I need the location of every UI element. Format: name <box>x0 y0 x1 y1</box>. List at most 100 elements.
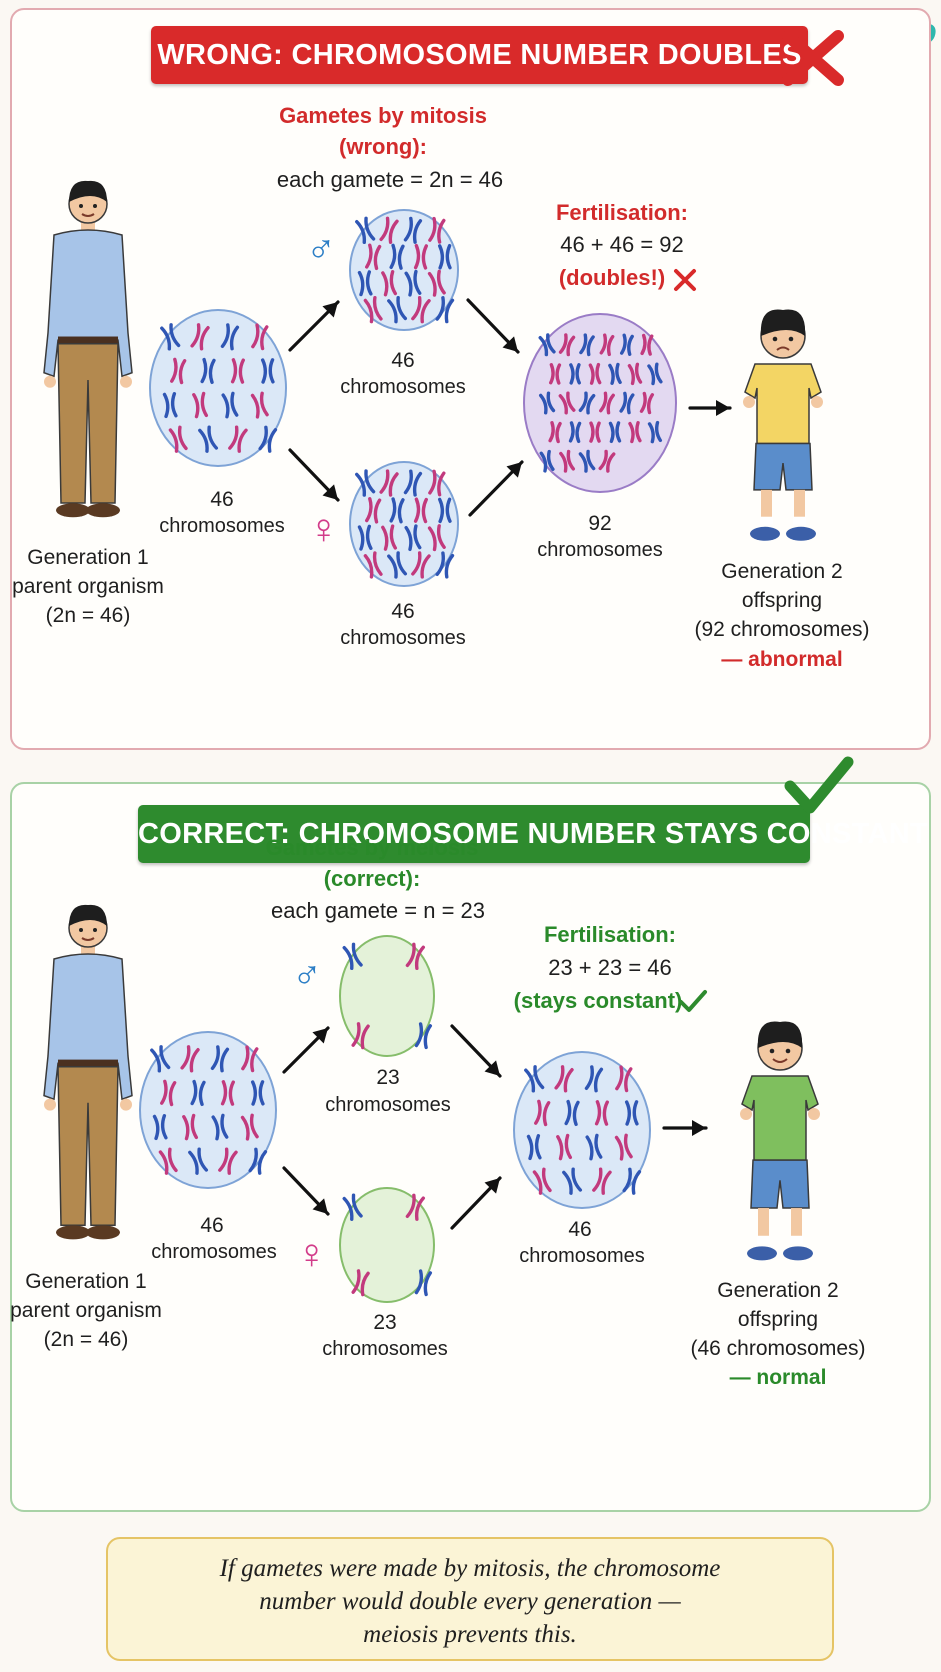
male-gamete-cell <box>339 935 435 1057</box>
chromosome-icon <box>351 1022 370 1050</box>
summary-note-line-3: meiosis prevents this. <box>363 1621 577 1648</box>
female-gamete-count: 46 <box>391 600 415 623</box>
chromosome-icon <box>365 243 382 271</box>
chromosome-icon <box>562 1167 583 1195</box>
chromosome-icon <box>414 1269 433 1297</box>
chromosome-icon <box>569 363 581 385</box>
chromosome-icon <box>594 1100 609 1126</box>
chromosome-icon <box>627 362 643 386</box>
zygote-count: 92 <box>588 512 612 535</box>
parent-label-line-3: (2n = 46) <box>45 604 131 627</box>
chromosome-icon <box>413 243 428 270</box>
chromosome-icon <box>578 391 596 415</box>
chromosome-icon <box>218 1147 238 1175</box>
chromosome-icon <box>437 243 452 270</box>
offspring-label-line-3: (46 chromosomes) <box>690 1337 866 1360</box>
zygote-unit: chromosomes <box>537 539 663 561</box>
chromosome-icon <box>260 358 275 384</box>
correct-gametes-title-2: (correct): <box>323 866 421 891</box>
arrow-icon <box>282 1026 330 1074</box>
female-symbol-icon: ♀ <box>296 1230 328 1277</box>
parent-label-line-2: parent organism <box>12 575 164 598</box>
chromosome-icon <box>200 357 216 385</box>
offspring-label-line-1: Generation 2 <box>717 1279 839 1302</box>
male-symbol-icon: ♂ <box>306 226 336 270</box>
chromosome-icon <box>538 333 556 357</box>
male-symbol-icon: ♂ <box>292 952 322 996</box>
chromosome-icon <box>532 1167 552 1195</box>
chromosome-icon <box>558 391 576 415</box>
chromosome-icon <box>585 1133 603 1161</box>
arrow-icon <box>282 1166 330 1216</box>
chromosome-icon <box>414 1022 433 1050</box>
correct-fert-note: (stays constant) <box>513 988 683 1013</box>
chromosome-icon <box>534 1099 551 1127</box>
chromosome-icon <box>435 296 455 324</box>
arrow-icon <box>466 298 520 354</box>
wrong-gametes-title-1: Gametes by mitosis <box>279 103 487 128</box>
chromosome-icon <box>251 323 269 351</box>
zygote-count: 46 <box>568 1218 592 1241</box>
chromosome-icon <box>387 551 408 579</box>
female-gamete-unit: chromosomes <box>340 627 466 649</box>
chromosome-icon <box>250 391 269 419</box>
chromosome-icon <box>599 391 615 415</box>
male-gamete-count: 23 <box>376 1066 400 1089</box>
parent-cell-unit: chromosomes <box>159 515 285 537</box>
offspring-label-line-3: (92 chromosomes) <box>694 618 870 641</box>
correct-gametes-title-1: Gametes by meiosis <box>265 835 479 860</box>
chromosome-icon <box>389 497 405 524</box>
chromosome-icon <box>524 1065 545 1093</box>
chromosome-icon <box>403 216 423 244</box>
chromosome-icon <box>170 357 187 385</box>
chromosome-icon <box>381 524 398 551</box>
chromosome-icon <box>188 1147 209 1175</box>
chromosome-icon <box>584 1065 604 1093</box>
chromosome-icon <box>624 1100 639 1126</box>
offspring-status: — abnormal <box>721 648 843 671</box>
chromosome-icon <box>554 1065 574 1093</box>
chromosome-icon <box>615 1065 633 1093</box>
chromosome-icon <box>160 1079 177 1107</box>
chromosome-icon <box>210 1045 230 1073</box>
chromosome-icon <box>548 421 562 444</box>
chromosome-icon <box>598 449 616 473</box>
correct-banner: CORRECT: CHROMOSOME NUMBER STAYS CONSTAN… <box>138 805 928 863</box>
cross-icon <box>782 30 844 86</box>
female-gamete-cell <box>339 1187 435 1303</box>
chromosome-icon <box>351 1269 370 1297</box>
parent-label-line-3: (2n = 46) <box>43 1328 129 1351</box>
chromosome-icon <box>355 216 376 245</box>
chromosome-icon <box>182 1113 199 1141</box>
male-gamete-unit: chromosomes <box>340 376 466 398</box>
wrong-fert-equation: 46 + 46 = 92 <box>560 232 684 257</box>
chromosome-icon <box>428 216 446 244</box>
chromosome-icon <box>639 391 655 415</box>
arrow-icon <box>468 460 524 517</box>
chromosome-icon <box>168 425 188 453</box>
chromosome-icon <box>640 333 654 356</box>
offspring-label-line-2: offspring <box>737 1308 819 1331</box>
arrow-icon <box>288 448 340 502</box>
arrow-icon <box>688 400 732 416</box>
summary-note: If gametes were made by mitosis, the chr… <box>106 1537 834 1661</box>
check-icon <box>784 756 854 814</box>
chromosome-icon <box>539 391 556 415</box>
chromosome-icon <box>427 269 446 297</box>
wrong-gametes-formula: each gamete = 2n = 46 <box>276 167 504 192</box>
chromosome-icon <box>411 551 431 579</box>
parent-label-line-1: Generation 1 <box>25 1270 147 1293</box>
chromosome-icon <box>578 449 596 473</box>
correct-fert-equation: 23 + 23 = 46 <box>548 955 672 980</box>
arrow-icon <box>288 300 340 352</box>
chromosome-icon <box>619 391 635 415</box>
arrow-icon <box>450 1024 502 1078</box>
chromosome-icon <box>357 270 373 297</box>
summary-note-line-2: number would double every generation — <box>259 1588 681 1615</box>
cross-icon <box>674 269 696 291</box>
chromosome-icon <box>241 1045 259 1073</box>
female-gamete-unit: chromosomes <box>322 1338 448 1360</box>
chromosome-icon <box>614 1133 633 1161</box>
chromosome-icon <box>355 469 376 497</box>
male-gamete-cell <box>349 209 459 331</box>
